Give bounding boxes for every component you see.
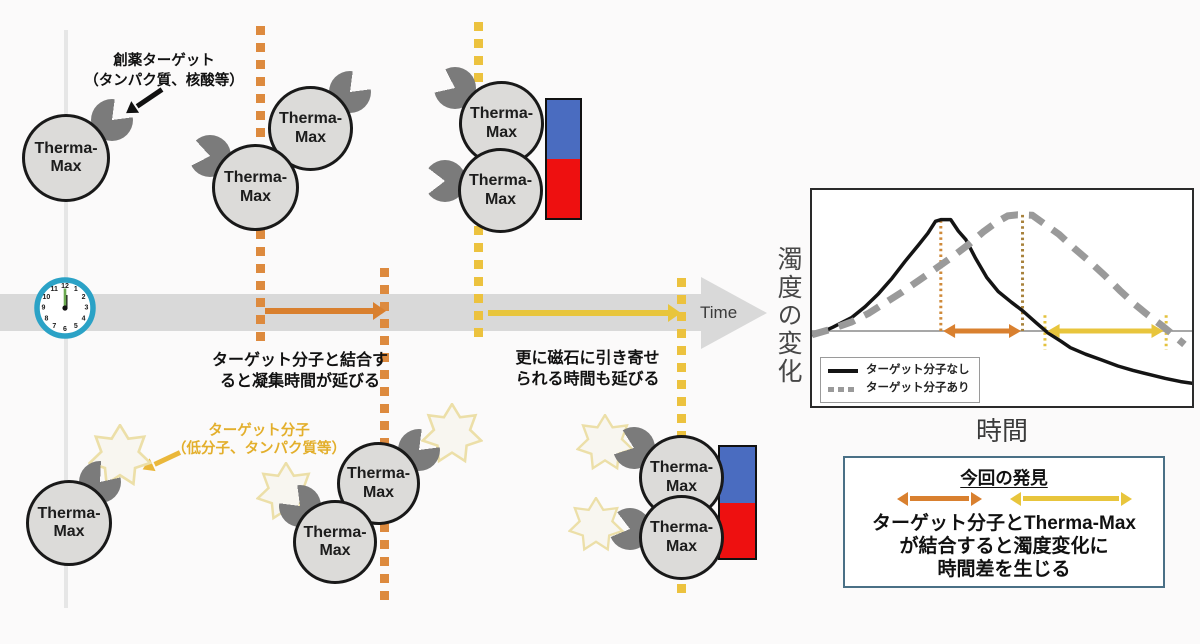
discovery-text-line1: ターゲット分子とTherma-Max bbox=[872, 513, 1136, 534]
event-line-aggregation-end bbox=[380, 268, 389, 602]
dashed-line-swatch-icon bbox=[828, 386, 858, 392]
discovery-text: ターゲット分子とTherma-Max が結合すると濁度変化に 時間差を生じる bbox=[845, 512, 1163, 582]
magnet-note-line1: 更に磁石に引き寄せ bbox=[515, 350, 660, 367]
chart-legend: ターゲット分子なし ターゲット分子あり bbox=[820, 357, 980, 403]
therma-max-molecule: Therma-Max bbox=[639, 495, 724, 580]
timeline-arrowhead-icon bbox=[701, 277, 767, 349]
magnet-south-pole bbox=[547, 159, 580, 218]
target-molecule-label: ターゲット分子 （低分子、タンパク質等） bbox=[170, 422, 348, 458]
solid-line-swatch-icon bbox=[828, 369, 858, 374]
drug-target-label: 創薬ターゲット （タンパク質、核酸等） bbox=[78, 52, 250, 91]
therma-max-molecule: Therma-Max bbox=[26, 480, 112, 566]
legend-item-with-target: ターゲット分子あり bbox=[828, 380, 970, 398]
therma-max-molecule: Therma-Max bbox=[212, 144, 299, 231]
discovery-text-line3: 時間差を生じる bbox=[937, 559, 1071, 581]
drug-target-label-line1: 創薬ターゲット bbox=[113, 53, 215, 69]
svg-text:7: 7 bbox=[52, 323, 56, 330]
aggregation-delay-key-arrow bbox=[910, 496, 969, 501]
aggregation-note-line2: ると凝集時間が延びる bbox=[219, 373, 380, 391]
turbidity-chart-plot bbox=[812, 211, 1192, 386]
aggregation-note-line1: ターゲット分子と結合す bbox=[211, 352, 388, 369]
aggregation-delay-arrow bbox=[265, 308, 373, 314]
aggregation-note: ターゲット分子と結合す ると凝集時間が延びる bbox=[203, 350, 397, 392]
target-molecule-label-line2: （低分子、タンパク質等） bbox=[172, 441, 346, 458]
chart-y-axis-label: 濁度の変化 bbox=[774, 246, 802, 386]
discovery-box: 今回の発見 ターゲット分子とTherma-Max が結合すると濁度変化に 時間差… bbox=[843, 456, 1165, 588]
svg-text:12: 12 bbox=[61, 283, 69, 290]
svg-text:2: 2 bbox=[82, 294, 86, 301]
svg-text:11: 11 bbox=[50, 286, 58, 293]
magnet-north-pole bbox=[547, 100, 580, 159]
svg-text:1: 1 bbox=[74, 286, 78, 293]
magnet-note-line2: られる時間も延びる bbox=[515, 371, 660, 389]
therma-max-molecule: Therma-Max bbox=[268, 86, 353, 171]
svg-text:8: 8 bbox=[44, 315, 48, 322]
svg-text:9: 9 bbox=[42, 305, 46, 312]
target-molecule-pointer-arrow bbox=[153, 450, 182, 467]
discovery-text-line2: が結合すると濁度変化に bbox=[899, 536, 1109, 558]
legend-item-no-target: ターゲット分子なし bbox=[828, 362, 970, 380]
time-axis-label: Time bbox=[700, 303, 738, 322]
magnet-south-pole bbox=[720, 502, 755, 558]
target-molecule-star-icon bbox=[421, 403, 483, 464]
magnet-north-pole bbox=[720, 447, 755, 503]
chart-x-axis-label: 時間 bbox=[975, 416, 1028, 446]
therma-max-molecule: Therma-Max bbox=[458, 148, 543, 233]
magnet-icon bbox=[545, 98, 582, 220]
target-molecule-label-line1: ターゲット分子 bbox=[208, 423, 310, 439]
svg-text:4: 4 bbox=[82, 315, 86, 322]
turbidity-chart: ターゲット分子なし ターゲット分子あり bbox=[810, 188, 1194, 408]
svg-text:10: 10 bbox=[43, 294, 51, 301]
svg-text:5: 5 bbox=[74, 323, 78, 330]
magnet-delay-key-arrow bbox=[1023, 496, 1119, 501]
magnet-icon bbox=[718, 445, 757, 560]
magnet-note: 更に磁石に引き寄せ られる時間も延びる bbox=[505, 348, 670, 390]
magnet-delay-arrow bbox=[488, 310, 668, 316]
drug-target-label-line2: （タンパク質、核酸等） bbox=[84, 72, 244, 89]
discovery-title: 今回の発見 bbox=[960, 468, 1048, 488]
svg-text:6: 6 bbox=[63, 326, 67, 333]
therma-max-molecule: Therma-Max bbox=[293, 500, 377, 584]
therma-max-molecule: Therma-Max bbox=[22, 114, 110, 202]
svg-text:3: 3 bbox=[85, 305, 89, 312]
